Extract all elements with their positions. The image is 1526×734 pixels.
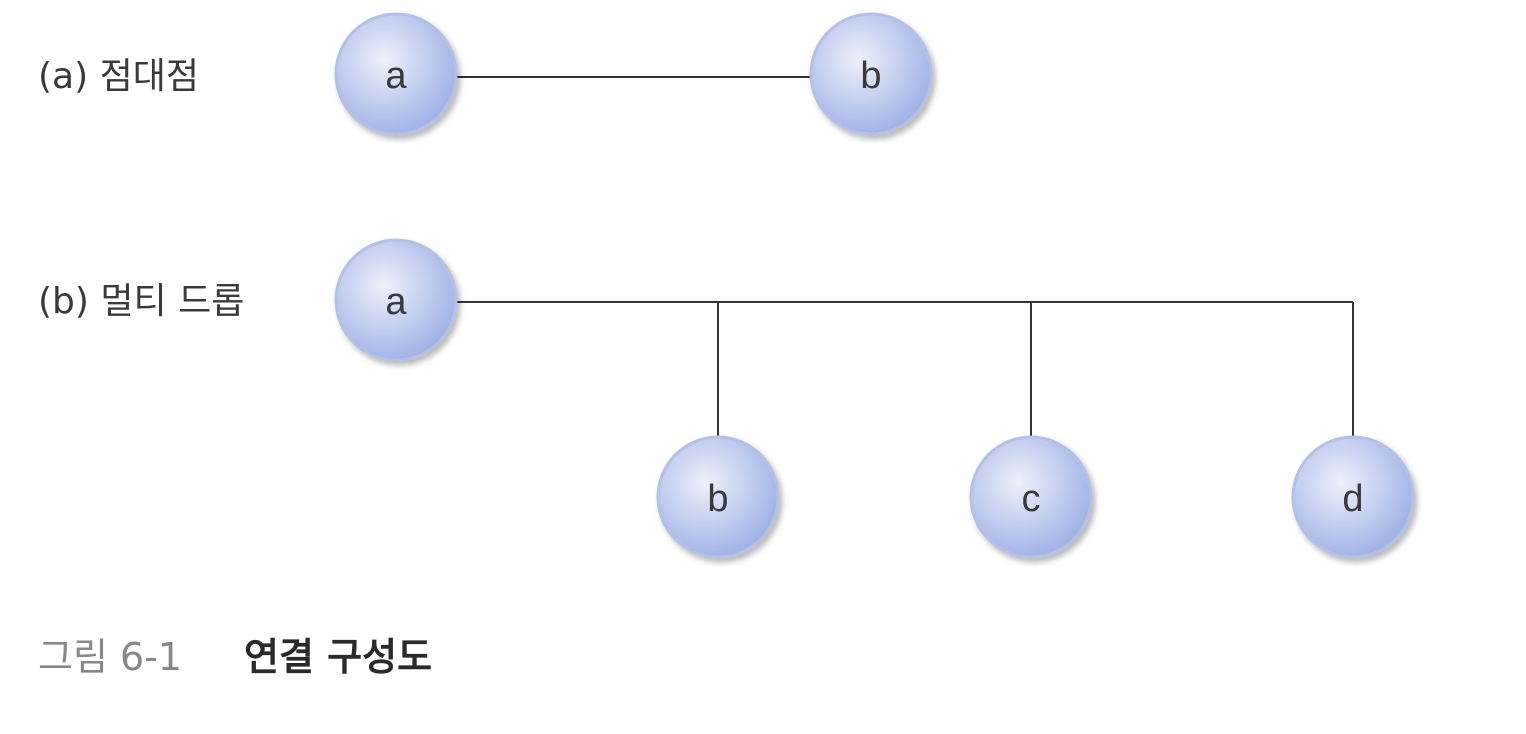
node-circle <box>334 238 458 362</box>
node-circle <box>1291 435 1415 559</box>
node-a-point-to-point <box>334 12 458 136</box>
node-label-d: d <box>1342 478 1363 520</box>
section-label-multi-drop: (b) 멀티 드롭 <box>38 281 244 322</box>
node-circle <box>656 435 780 559</box>
node-circle <box>809 12 933 136</box>
section-point-to-point: (a) 점대점 a b <box>38 12 933 136</box>
caption-number: 그림 6-1 <box>38 635 182 679</box>
node-circle <box>334 12 458 136</box>
node-a-multi-drop <box>334 238 458 362</box>
node-label-b: b <box>860 55 881 97</box>
node-c-multi-drop <box>969 435 1093 559</box>
figure-caption: 그림 6-1 연결 구성도 <box>38 635 432 679</box>
caption-title: 연결 구성도 <box>244 635 432 679</box>
node-label-a: a <box>385 55 407 97</box>
section-multi-drop: (b) 멀티 드롭 a b c d <box>38 238 1415 559</box>
node-circle <box>969 435 1093 559</box>
node-label-b: b <box>707 478 728 520</box>
node-label-c: c <box>1022 478 1041 520</box>
links-multi-drop <box>456 301 1354 440</box>
section-label-point-to-point: (a) 점대점 <box>38 56 199 97</box>
node-d-multi-drop <box>1291 435 1415 559</box>
node-b-point-to-point <box>809 12 933 136</box>
node-b-multi-drop <box>656 435 780 559</box>
node-label-a: a <box>385 281 407 323</box>
